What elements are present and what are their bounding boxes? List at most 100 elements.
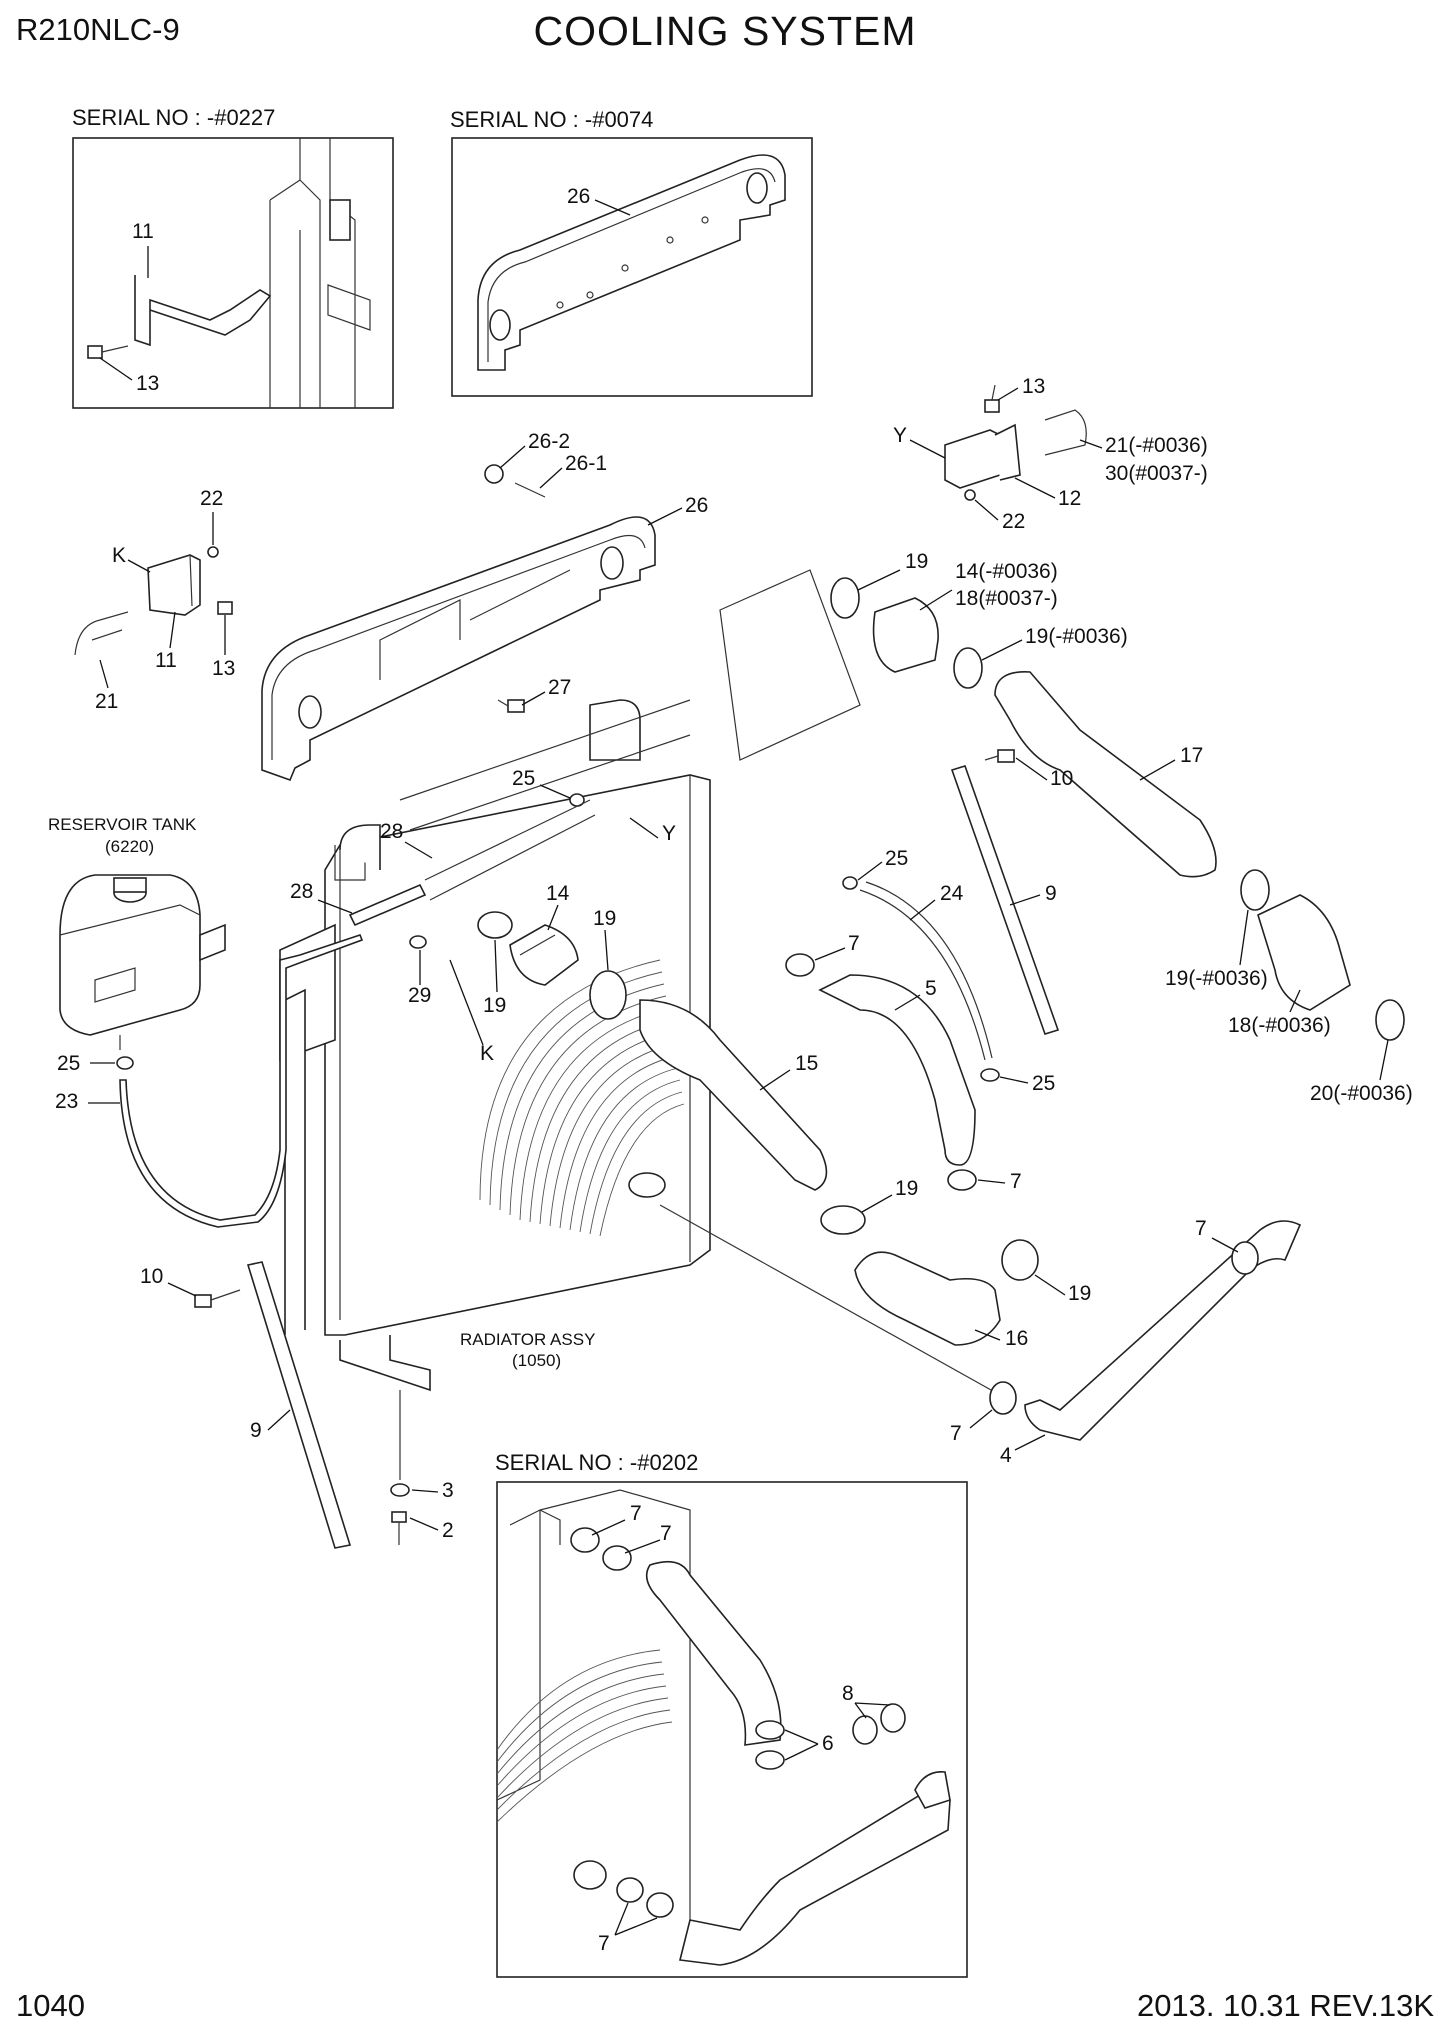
callout-11: 11	[132, 220, 154, 243]
callout-4: 4	[1000, 1444, 1012, 1467]
inset-fan-fins	[496, 1649, 673, 1823]
callout-29: 29	[408, 984, 431, 1007]
pipe-5	[818, 974, 976, 1166]
callout-14: 14(-#0036)	[955, 560, 1058, 583]
callout-18-b: 18(-#0036)	[1228, 1014, 1331, 1037]
page-title: COOLING SYSTEM	[533, 8, 917, 54]
stay-9-left	[246, 1261, 352, 1549]
callout-20: 20(-#0036)	[1310, 1082, 1413, 1105]
callout-11-l: 11	[155, 649, 177, 672]
callout-6-i3: 6	[822, 1732, 834, 1755]
callout-21: 21(-#0036)	[1105, 434, 1208, 457]
callout-22-l: 22	[200, 487, 223, 510]
callout-19-d: 19	[1068, 1282, 1091, 1305]
callout-30: 30(#0037-)	[1105, 462, 1208, 485]
callout-9-l: 9	[250, 1419, 262, 1442]
callout-y-m: Y	[662, 822, 676, 845]
inset-serial-0227: SERIAL NO : -#0227 11 13	[72, 105, 394, 409]
callout-y-tr: Y	[893, 424, 907, 447]
callout-k-m: K	[480, 1042, 494, 1065]
callout-23: 23	[55, 1090, 78, 1113]
bracket-group-y: 13 Y 21(-#0036) 30(#0037-) 12 22	[893, 375, 1208, 533]
hose-15	[639, 999, 828, 1191]
callout-7-i3c: 7	[598, 1932, 610, 1955]
inset-serial-label: SERIAL NO : -#0202	[495, 1450, 698, 1475]
callout-19-c: 19	[895, 1177, 918, 1200]
callout-7-d: 7	[950, 1422, 962, 1445]
callout-7-a: 7	[848, 932, 860, 955]
callout-5: 5	[925, 977, 937, 1000]
callout-19-m: 19	[593, 907, 616, 930]
callout-19-e: 19(-#0036)	[1165, 967, 1268, 990]
radiator-assy-label: RADIATOR ASSY	[460, 1330, 595, 1349]
callout-28-a: 28	[380, 820, 403, 843]
callout-26: 26	[567, 185, 590, 208]
hose-14-upper	[872, 597, 939, 673]
inset-serial-0074: SERIAL NO : -#0074 26	[450, 107, 813, 397]
callout-7-i3b: 7	[660, 1522, 672, 1545]
callout-27: 27	[548, 676, 571, 699]
callout-9-r: 9	[1045, 882, 1057, 905]
callout-13-l: 13	[212, 657, 235, 680]
callout-7-c: 7	[1195, 1217, 1207, 1240]
clamp-19-mid	[589, 970, 627, 1020]
callout-18: 18(#0037-)	[955, 587, 1058, 610]
hose-14-middle	[509, 924, 579, 986]
callout-8-i3: 8	[842, 1682, 854, 1705]
bracket-11-inset	[134, 275, 272, 347]
callout-12: 12	[1058, 487, 1081, 510]
hose-17	[994, 671, 1217, 878]
hose-16	[854, 1251, 1001, 1346]
callout-26: 26	[685, 494, 708, 517]
inset-serial-0202: SERIAL NO : -#0202 7 7 8 6	[495, 1450, 968, 1978]
callout-19-b: 19(-#0036)	[1025, 625, 1128, 648]
callout-26-1: 26-1	[565, 452, 607, 475]
callout-17: 17	[1180, 744, 1203, 767]
radiator-assy-code: (1050)	[512, 1351, 561, 1370]
callout-3: 3	[442, 1479, 454, 1502]
radiator-frame-detail	[269, 138, 371, 408]
inset-frame	[72, 137, 394, 409]
callout-7-b: 7	[1010, 1170, 1022, 1193]
hose-18-right	[1257, 894, 1351, 1011]
page-number: 1040	[16, 1988, 85, 2023]
callout-2: 2	[442, 1519, 454, 1542]
reservoir-tank-code: (6220)	[105, 837, 154, 856]
model-code: R210NLC-9	[16, 12, 180, 47]
radiator-assy	[279, 699, 711, 1392]
callout-k-l: K	[112, 544, 126, 567]
callout-13-tr: 13	[1022, 375, 1045, 398]
callout-19-l: 19	[483, 994, 506, 1017]
callout-7-i3a: 7	[630, 1502, 642, 1525]
revision-date: 2013. 10.31 REV.13K	[1136, 1988, 1434, 2023]
callout-25-b: 25	[885, 847, 908, 870]
shroud-26-inset	[477, 154, 786, 371]
bracket-group-k: 22 K 11 13 21	[74, 487, 235, 713]
callout-10-r: 10	[1050, 767, 1073, 790]
callout-25-a: 25	[512, 767, 535, 790]
inset-frame	[451, 137, 813, 397]
reservoir-tank-label: RESERVOIR TANK	[48, 815, 197, 834]
hose-23	[119, 934, 364, 1228]
callout-13: 13	[136, 372, 159, 395]
inset-serial-label: SERIAL NO : -#0227	[72, 105, 275, 130]
bolt-13-inset	[87, 345, 129, 359]
hose-24	[859, 881, 993, 1061]
callout-19-a: 19	[905, 550, 928, 573]
callout-28-b: 28	[290, 880, 313, 903]
callout-21-l: 21	[95, 690, 118, 713]
inset-frame	[496, 1481, 968, 1978]
callout-14-m: 14	[546, 882, 570, 905]
stay-9-right	[950, 765, 1060, 1035]
pipe-4	[1024, 1220, 1302, 1441]
clamp-19-left	[477, 911, 513, 939]
reservoir-tank	[59, 874, 226, 1050]
callout-15: 15	[795, 1052, 818, 1075]
upper-hose-group	[719, 569, 1405, 1041]
fan-shroud-26	[261, 464, 656, 782]
callout-16: 16	[1005, 1327, 1028, 1350]
callout-25-d: 25	[57, 1052, 80, 1075]
callout-10-l: 10	[140, 1265, 163, 1288]
callout-24: 24	[940, 882, 964, 905]
